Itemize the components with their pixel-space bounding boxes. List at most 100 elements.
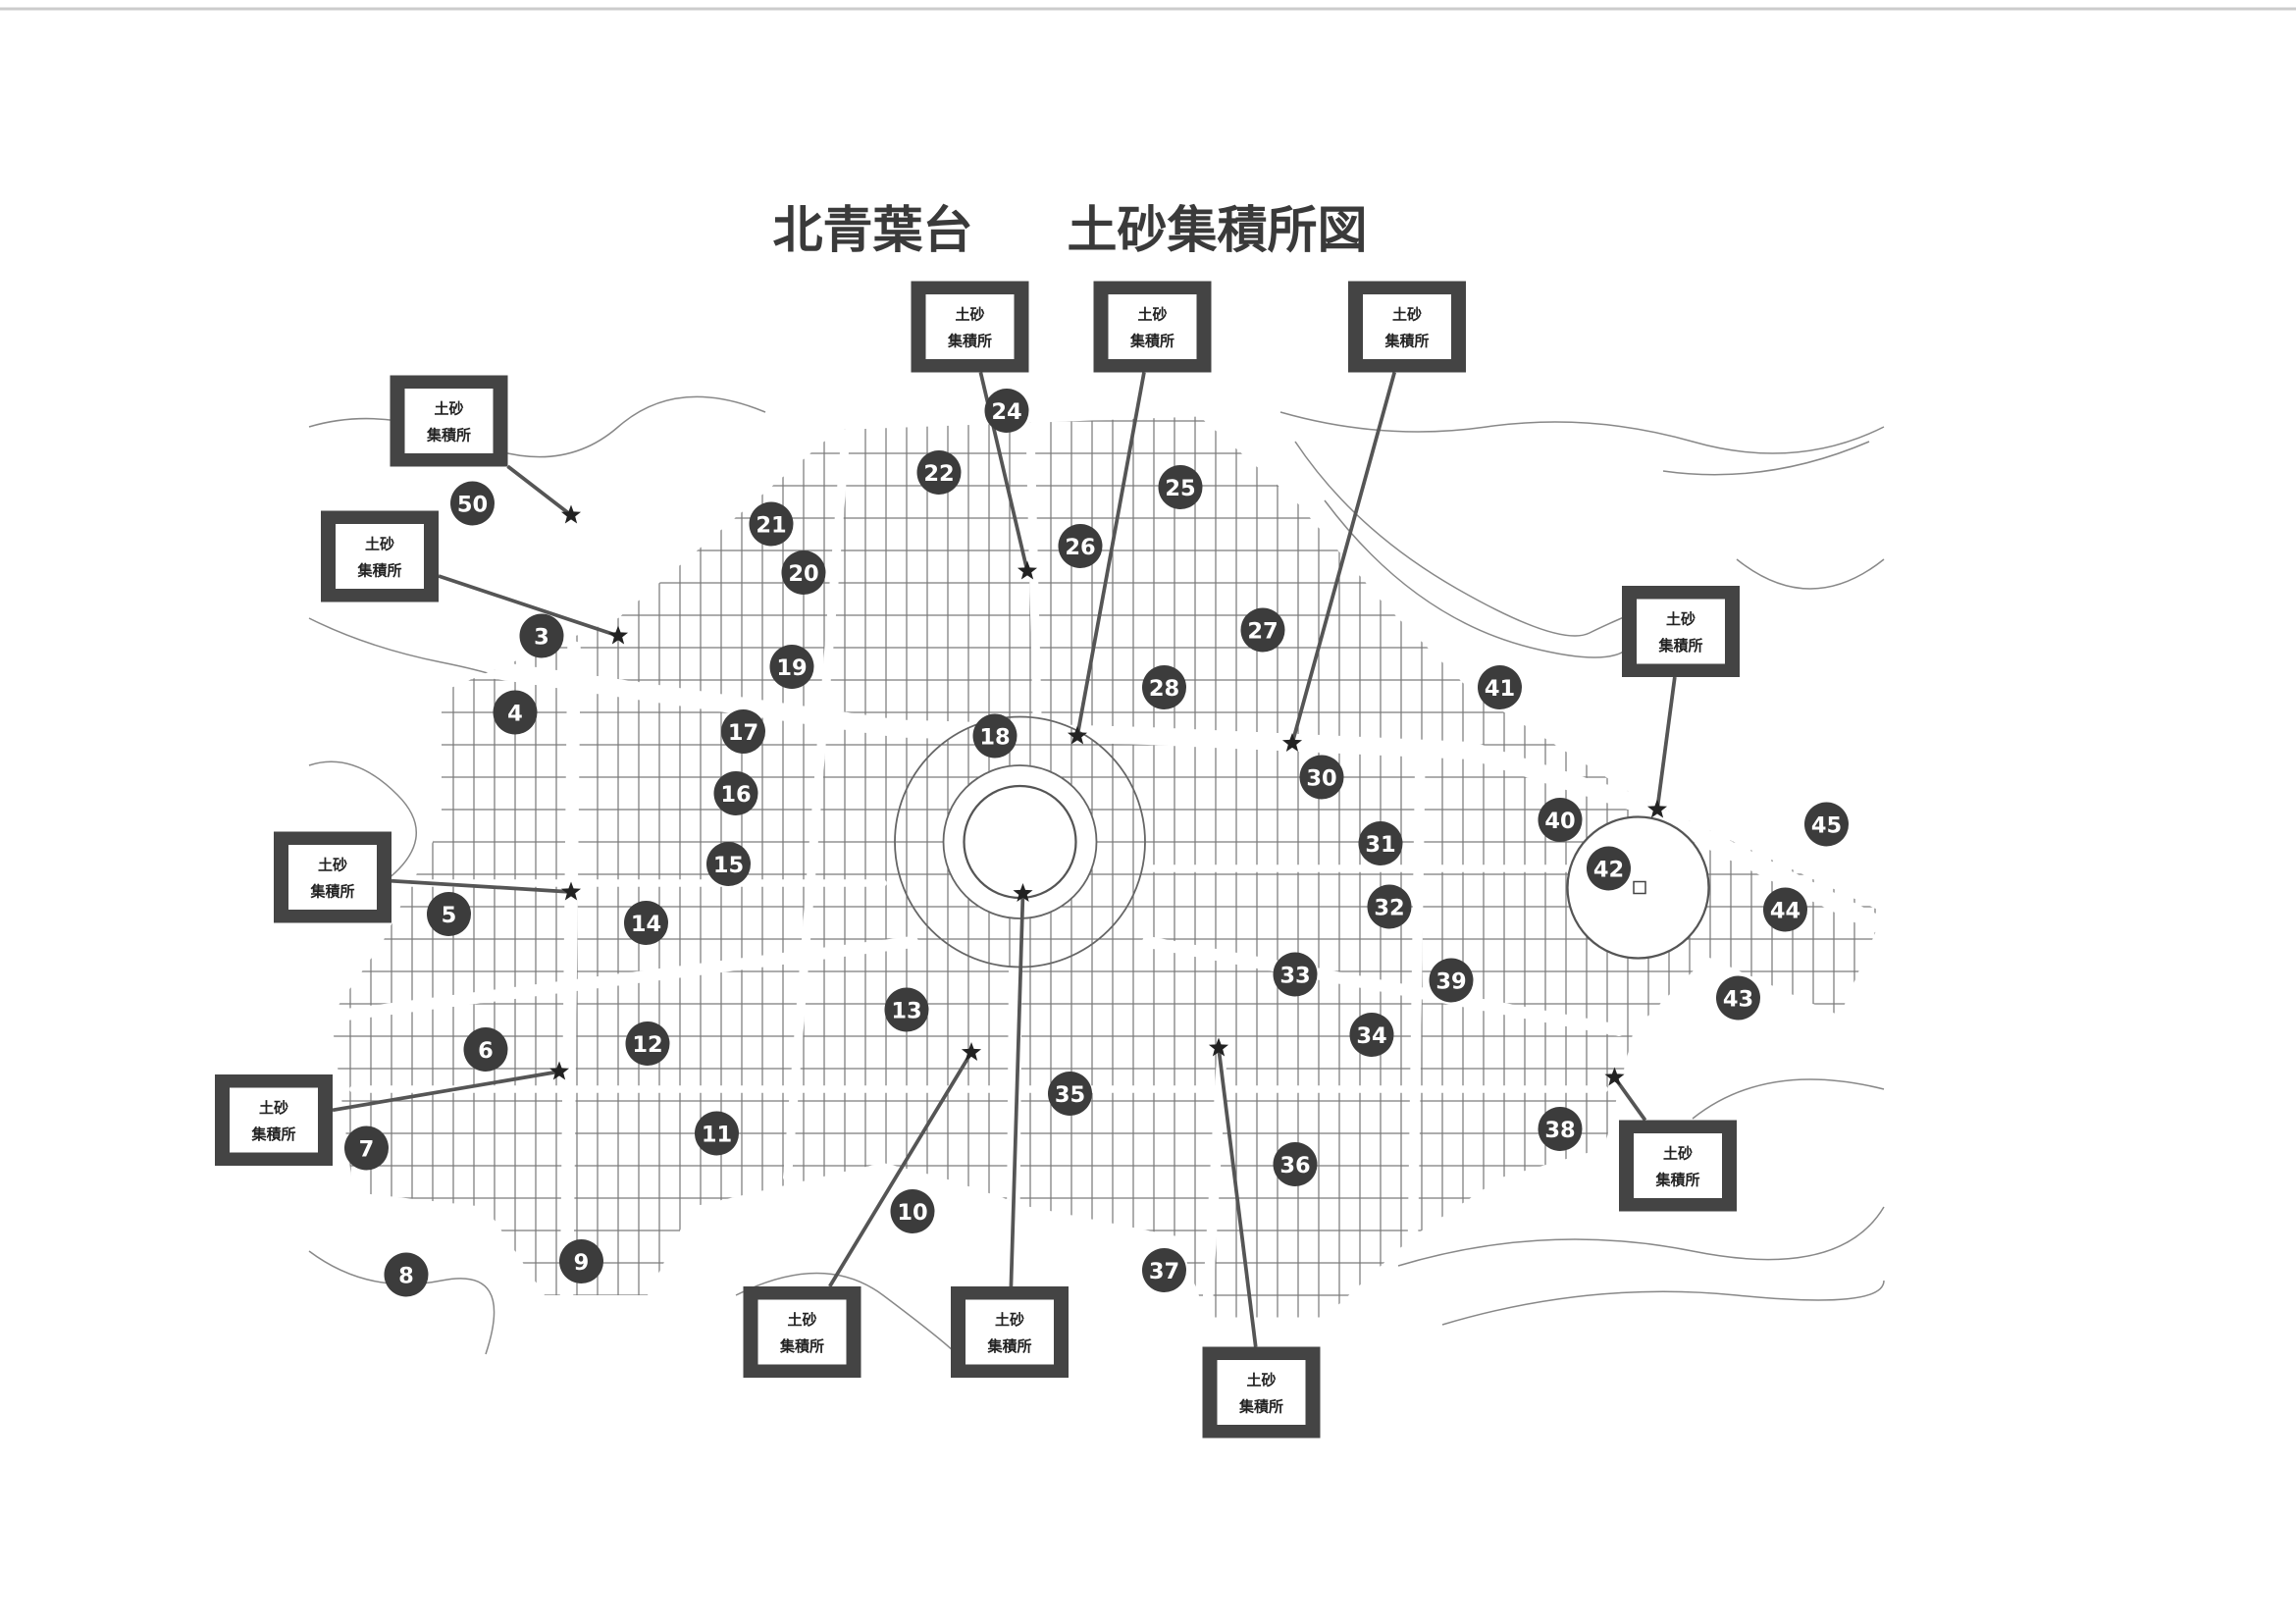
block-number-label: 14	[631, 912, 661, 937]
block-marker	[706, 842, 751, 886]
block-marker	[695, 1111, 739, 1156]
leader-line	[391, 878, 572, 894]
site-label-line1: 土砂	[787, 1311, 816, 1329]
block-number-6: 6	[463, 1027, 508, 1072]
star-icon	[1281, 733, 1303, 753]
block-marker	[1058, 524, 1103, 568]
site-label-line2: 集積所	[1383, 333, 1429, 350]
block-number-32: 32	[1367, 884, 1412, 929]
site-label-line1: 土砂	[1392, 306, 1422, 324]
block-number-label: 15	[713, 853, 744, 878]
block-marker	[1158, 465, 1203, 509]
block-number-42: 42	[1587, 846, 1631, 891]
block-number-40: 40	[1538, 798, 1583, 842]
block-marker	[749, 501, 794, 547]
collection-site-4: 土砂集積所	[1067, 281, 1212, 745]
block-marker	[1478, 665, 1522, 709]
collection-site-10: 土砂集積所	[951, 883, 1069, 1378]
block-number-label: 8	[398, 1263, 414, 1288]
site-label-box	[757, 1299, 847, 1365]
collection-site-6: 土砂集積所	[1622, 586, 1740, 818]
block-number-label: 9	[574, 1250, 590, 1276]
block-number-label: 45	[1811, 812, 1842, 838]
block-marker	[890, 1189, 935, 1233]
block-marker	[721, 709, 765, 754]
block-number-9: 9	[559, 1239, 603, 1283]
block-number-24: 24	[984, 389, 1029, 433]
site-label-box	[965, 1299, 1054, 1365]
block-number-35: 35	[1048, 1072, 1092, 1116]
block-number-label: 28	[1149, 676, 1179, 702]
block-number-43: 43	[1716, 975, 1760, 1021]
collection-site-3: 土砂集積所	[911, 281, 1038, 580]
block-marker	[781, 550, 826, 595]
collection-site-11: 土砂集積所	[1202, 1037, 1321, 1439]
site-label-box	[1637, 599, 1725, 664]
block-marker	[427, 892, 471, 936]
block-marker	[769, 645, 814, 689]
block-number-label: 21	[756, 512, 786, 538]
leader-line	[1290, 372, 1396, 744]
site-label-line1: 土砂	[365, 536, 394, 553]
collection-site-9: 土砂集積所	[743, 1042, 982, 1378]
block-marker	[1804, 802, 1849, 847]
block-marker	[344, 1126, 389, 1171]
block-number-label: 13	[891, 998, 921, 1023]
site-label-line1: 土砂	[259, 1099, 288, 1117]
block-number-label: 24	[991, 399, 1021, 425]
site-label-line1: 土砂	[995, 1311, 1024, 1329]
block-number-label: 41	[1485, 676, 1515, 702]
leader-line	[1655, 676, 1677, 811]
block-number-label: 35	[1055, 1082, 1085, 1108]
block-number-28: 28	[1142, 665, 1186, 709]
block-number-label: 30	[1306, 765, 1336, 791]
block-number-label: 5	[442, 903, 457, 928]
site-label-line1: 土砂	[1137, 306, 1167, 324]
block-number-19: 19	[769, 645, 814, 689]
collection-site-8: 土砂集積所	[215, 1061, 570, 1166]
block-number-27: 27	[1240, 607, 1285, 653]
star-icon	[1208, 1037, 1229, 1057]
block-number-label: 6	[478, 1038, 494, 1064]
site-label-line1: 土砂	[434, 400, 463, 418]
block-number-label: 37	[1149, 1259, 1179, 1284]
block-number-label: 12	[632, 1032, 662, 1058]
site-label-line2: 集積所	[1238, 1398, 1283, 1416]
block-number-13: 13	[884, 987, 929, 1032]
block-number-10: 10	[890, 1189, 935, 1233]
collection-site-1: 土砂集積所	[390, 375, 582, 524]
block-number-label: 32	[1374, 895, 1404, 920]
block-number-label: 17	[728, 720, 758, 746]
block-number-18: 18	[972, 713, 1018, 759]
block-number-38: 38	[1538, 1107, 1583, 1151]
block-marker	[1299, 755, 1344, 800]
block-number-label: 16	[720, 782, 751, 808]
block-marker	[1538, 798, 1583, 842]
block-number-label: 27	[1247, 618, 1278, 644]
block-number-label: 42	[1593, 857, 1624, 882]
block-number-25: 25	[1158, 465, 1203, 509]
block-number-label: 40	[1544, 809, 1575, 834]
block-number-31: 31	[1358, 821, 1403, 865]
block-number-22: 22	[916, 450, 962, 495]
site-label-line2: 集積所	[779, 1337, 824, 1355]
star-icon	[961, 1042, 982, 1062]
site-label-box	[925, 294, 1015, 359]
block-number-label: 4	[507, 701, 523, 726]
block-number-label: 22	[923, 461, 954, 487]
star-icon	[1067, 725, 1088, 745]
block-marker	[884, 987, 929, 1032]
block-number-30: 30	[1299, 755, 1344, 800]
site-label-box	[336, 524, 424, 589]
block-number-45: 45	[1804, 802, 1849, 847]
site-label-box	[230, 1087, 318, 1153]
block-marker	[1367, 884, 1412, 929]
block-marker	[384, 1252, 429, 1297]
block-marker	[1273, 952, 1318, 997]
block-number-label: 43	[1723, 986, 1753, 1012]
block-number-label: 3	[534, 624, 549, 650]
block-number-17: 17	[721, 709, 765, 754]
block-number-label: 18	[979, 724, 1010, 750]
block-marker	[519, 613, 564, 658]
